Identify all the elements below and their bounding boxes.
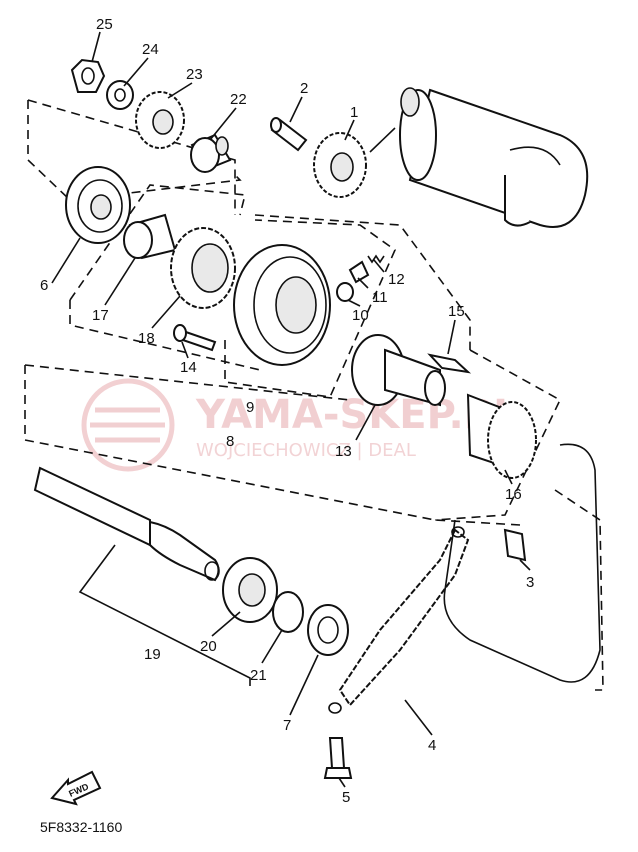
- callouts: 25 24 23 22 2 1 6 17 18 14 12 11 10 15 9…: [40, 16, 534, 806]
- part-24-washer: [106, 80, 134, 110]
- callout-8: 8: [226, 433, 234, 450]
- part-10-roller: [336, 282, 354, 302]
- part-12-spring: [367, 254, 385, 264]
- watermark-subtitle: WOJCIECHOWICZ | DEAL: [196, 440, 416, 461]
- chain-loop: [443, 443, 601, 683]
- callout-25: 25: [96, 16, 113, 33]
- callout-16: 16: [505, 486, 522, 503]
- part-22-bushing: [190, 133, 232, 173]
- callout-23: 23: [186, 66, 203, 83]
- callout-1: 1: [350, 104, 358, 121]
- group-outlines: [24, 99, 604, 691]
- callout-11: 11: [372, 289, 388, 306]
- callout-5: 5: [342, 789, 350, 806]
- part-13-wheel-gear: [351, 334, 446, 407]
- watermark: YAMA-SKEP.PL WOJCIECHOWICZ | DEAL: [81, 378, 519, 472]
- callout-24: 24: [142, 41, 159, 58]
- callout-7: 7: [283, 717, 291, 734]
- part-23-gear: [135, 91, 185, 149]
- callout-20: 20: [200, 638, 217, 655]
- part-25-nut: [70, 58, 106, 93]
- part-7-oil-seal: [307, 604, 349, 656]
- part-17-bushing: [123, 213, 177, 260]
- callout-14: 14: [180, 359, 197, 376]
- callout-9: 9: [246, 399, 254, 416]
- callout-21: 21: [250, 667, 267, 684]
- callout-13: 13: [335, 443, 352, 460]
- part-4-chain-guide: [328, 526, 470, 714]
- part-9-starter-clutch: [233, 244, 331, 366]
- part-3-pin: [503, 528, 527, 562]
- watermark-brand: YAMA-SKEP.PL: [195, 392, 519, 438]
- part-2-pin: [270, 117, 308, 152]
- starter-motor: [399, 87, 589, 228]
- part-20-bearing: [222, 557, 278, 623]
- watermark-logo-icon: [81, 378, 175, 472]
- callout-6: 6: [40, 277, 48, 294]
- part-5-bolt: [323, 737, 353, 779]
- part-11-plunger: [348, 260, 370, 284]
- part-16-gear: [466, 393, 537, 479]
- callout-15: 15: [448, 303, 465, 320]
- callout-18: 18: [138, 330, 155, 347]
- callout-3: 3: [526, 574, 534, 591]
- part-14-bolt: [173, 324, 217, 352]
- callout-4: 4: [428, 737, 436, 754]
- fwd-arrow-icon: FWD: [50, 770, 102, 806]
- callout-10: 10: [352, 307, 369, 324]
- part-1-gear: [313, 132, 367, 198]
- callout-12: 12: [388, 271, 405, 288]
- callout-17: 17: [92, 307, 109, 324]
- leader-lines: [51, 31, 531, 788]
- part-18-gear: [170, 227, 236, 309]
- part-19-shaft: [33, 466, 220, 582]
- callout-22: 22: [230, 91, 247, 108]
- callout-19: 19: [144, 646, 161, 663]
- part-21-o-ring: [272, 591, 304, 633]
- callout-2: 2: [300, 80, 308, 97]
- part-6-bearing: [65, 166, 131, 244]
- part-15-key: [427, 353, 472, 374]
- drawing-code: 5F8332-1160: [40, 819, 122, 835]
